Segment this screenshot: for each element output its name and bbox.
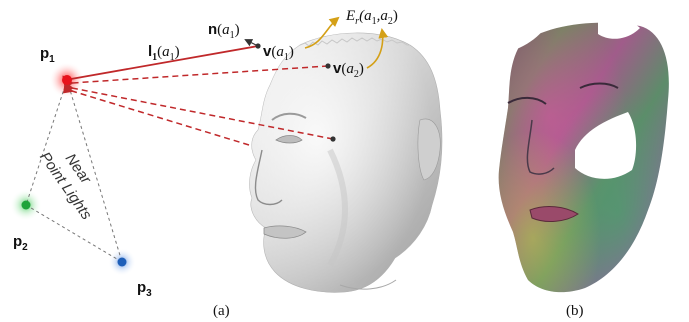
label-energy: Er(a1,a2) [345, 8, 398, 27]
panel-a: p1 p2 p3 Near Point Lights l1(a1) n(a1) … [10, 8, 442, 319]
panel-b: (b) [499, 11, 669, 319]
albedo-mask [499, 11, 669, 292]
light-point-p3 [118, 258, 127, 267]
surface-point-a2 [325, 63, 330, 68]
label-p1: p1 [40, 45, 55, 65]
label-p3: p3 [137, 279, 152, 299]
near-point-lights-label: Near Point Lights [36, 137, 112, 223]
label-p2: p2 [13, 233, 28, 253]
caption-b: (b) [566, 303, 584, 319]
light-point-p2 [22, 201, 31, 210]
surface-point-cheek [330, 136, 335, 141]
surface-point-a1 [255, 43, 260, 48]
label-n: n(a1) [208, 21, 240, 41]
caption-a: (a) [213, 303, 230, 319]
light-point-p1 [62, 75, 72, 85]
